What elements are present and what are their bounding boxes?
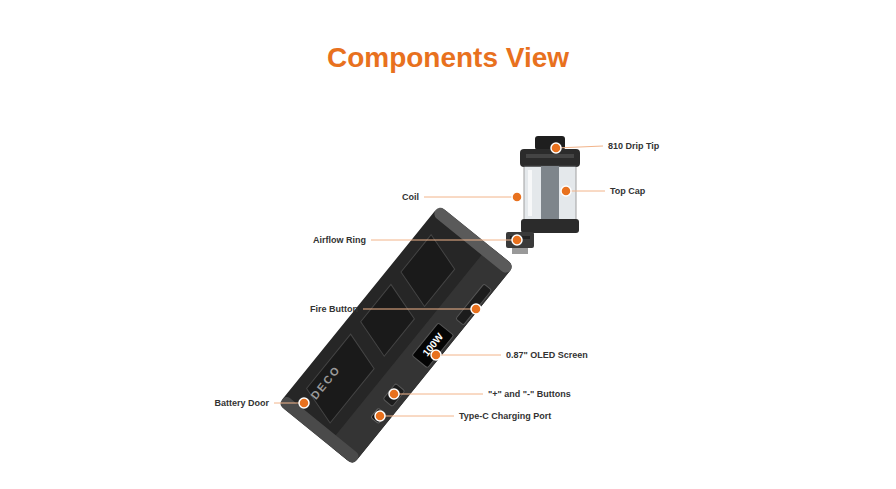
part-label: Battery Door xyxy=(214,397,269,409)
callout-dots xyxy=(299,143,571,421)
mod-body xyxy=(278,205,514,464)
device-marking: 100W xyxy=(421,332,445,359)
part-label: Top Cap xyxy=(610,185,645,197)
leader-lines xyxy=(274,146,605,416)
device-marking: DECO xyxy=(309,363,343,401)
part-label: 810 Drip Tip xyxy=(608,140,659,152)
part-label: 0.87" OLED Screen xyxy=(506,349,588,361)
part-label: Type-C Charging Port xyxy=(459,410,551,422)
part-label: Airflow Ring xyxy=(313,234,366,246)
part-label: Fire Button xyxy=(310,303,358,315)
diagram-title: Components View xyxy=(0,42,896,74)
part-label: "+" and "-" Buttons xyxy=(488,388,571,400)
tank xyxy=(506,136,580,254)
part-label: Coil xyxy=(402,191,419,203)
